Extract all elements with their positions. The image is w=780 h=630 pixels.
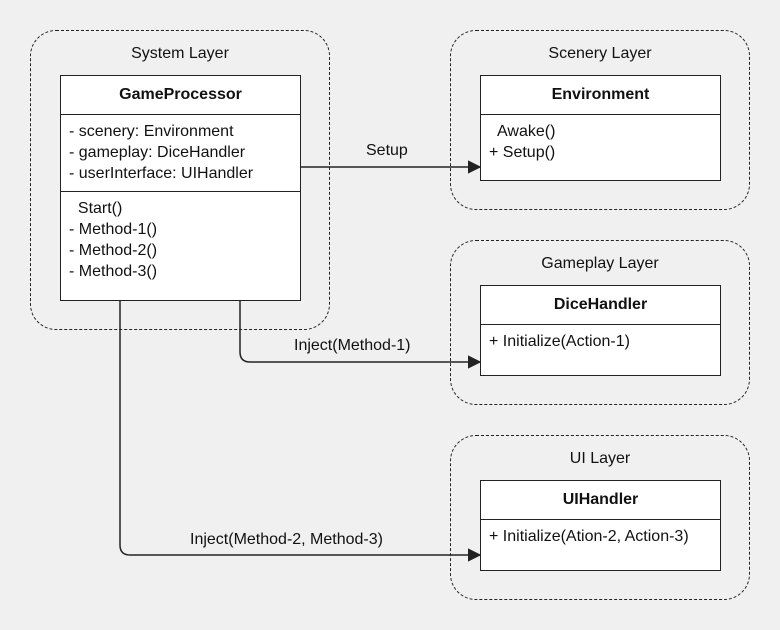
ui-layer-title: UI Layer: [569, 450, 631, 467]
method-setup: + Setup(): [489, 144, 556, 161]
inject-method-2-3-arrow: [119, 300, 482, 562]
ui-handler-class: UIHandler + Initialize(Ation-2, Action-3…: [480, 480, 721, 571]
ui-handler-methods: + Initialize(Ation-2, Action-3): [481, 520, 720, 553]
inject-method-1-label: Inject(Method-1): [294, 337, 411, 354]
method-1: - Method-1(): [69, 221, 158, 238]
game-processor-class: GameProcessor - scenery: Environment - g…: [60, 75, 301, 301]
field-gameplay: - gameplay: DiceHandler: [69, 144, 246, 161]
method-initialize-action-2-3: + Initialize(Ation-2, Action-3): [489, 528, 689, 545]
game-processor-fields: - scenery: Environment - gameplay: DiceH…: [61, 115, 300, 192]
inject-method-2-3-label: Inject(Method-2, Method-3): [190, 531, 383, 548]
field-scenery: - scenery: Environment: [69, 123, 234, 140]
method-initialize-action-1: + Initialize(Action-1): [489, 333, 630, 350]
system-layer: System Layer: [30, 30, 330, 330]
ui-layer: UI Layer: [450, 435, 750, 600]
gameplay-layer: Gameplay Layer: [450, 240, 750, 405]
game-processor-name: GameProcessor: [61, 76, 300, 115]
scenery-layer: Scenery Layer: [450, 30, 750, 210]
method-2: - Method-2(): [69, 242, 158, 259]
field-user-interface: - userInterface: UIHandler: [69, 165, 254, 182]
environment-class: Environment Awake() + Setup(): [480, 75, 721, 181]
environment-methods: Awake() + Setup(): [481, 115, 720, 169]
environment-name: Environment: [481, 76, 720, 115]
dice-handler-class: DiceHandler + Initialize(Action-1): [480, 285, 721, 376]
method-awake: Awake(): [489, 123, 556, 140]
dice-handler-name: DiceHandler: [481, 286, 720, 325]
dice-handler-methods: + Initialize(Action-1): [481, 325, 720, 358]
method-start: Start(): [69, 200, 123, 217]
setup-label: Setup: [366, 142, 408, 159]
system-layer-title: System Layer: [131, 45, 229, 62]
scenery-layer-title: Scenery Layer: [548, 45, 652, 62]
method-3: - Method-3(): [69, 263, 158, 280]
ui-handler-name: UIHandler: [481, 481, 720, 520]
game-processor-methods: Start() - Method-1() - Method-2() - Meth…: [61, 192, 300, 288]
inject-method-1-arrow: [239, 300, 482, 369]
gameplay-layer-title: Gameplay Layer: [541, 255, 659, 272]
